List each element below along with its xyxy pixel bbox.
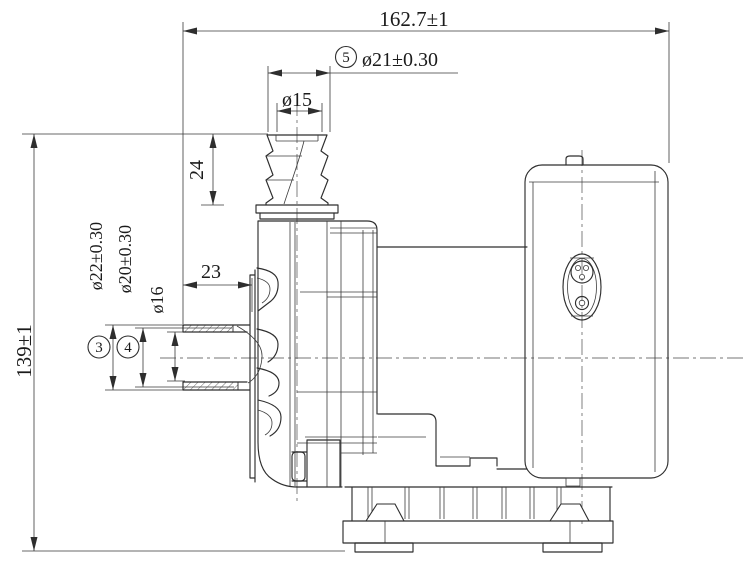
left-foot [354, 542, 414, 553]
twist-lock-tab-1-inner [256, 277, 271, 304]
extension-lines [167, 331, 185, 382]
casing-inner-verticals [289, 221, 374, 487]
badge-bottom-mark [578, 299, 586, 307]
casing-face-plate [249, 269, 256, 483]
inlet-dome-contour [236, 325, 263, 384]
casing-side-knob [291, 451, 306, 482]
dimension-arrows [183, 281, 252, 289]
outlet-flange [255, 204, 339, 220]
tube-bore-walls [182, 331, 248, 383]
callout-number-5: 5 [342, 50, 350, 66]
dimension-inlet-od: 3 ø22±0.30 [86, 222, 183, 391]
barb-left-serration [265, 134, 274, 206]
dimension-inlet-bore: ø16 [147, 287, 185, 382]
dim-outlet-height-text: 24 [186, 160, 208, 180]
right-mount-pad [548, 503, 590, 522]
dimension-arrows [268, 69, 330, 77]
twist-lock-tab-4 [257, 399, 282, 437]
dimension-overall-height: 139±1 [12, 133, 345, 552]
motor-outline [524, 164, 669, 479]
extension-lines [135, 327, 234, 388]
badge-top-circle [570, 260, 594, 284]
dim-inlet-mid-od-text: ø20±0.30 [115, 225, 135, 293]
extension-lines [105, 324, 183, 391]
dim-overall-height-text: 139±1 [12, 324, 36, 378]
callout-number-4: 4 [124, 340, 132, 356]
rib-cage-ribs [367, 487, 562, 519]
dimension-inlet-mid-od: 4 ø20±0.30 [115, 225, 234, 388]
extension-lines [22, 133, 345, 552]
tube-bottom-wall-section [182, 381, 239, 391]
dim-outlet-od-text: ø21±0.30 [362, 49, 438, 71]
casing-outline [257, 220, 378, 488]
barb-step-lines [266, 155, 302, 181]
mid-bracket-inner [378, 436, 471, 466]
base-plate-joints [384, 521, 571, 543]
dimension-overall-length: 162.7±1 [182, 7, 670, 324]
badge-bottom-circle [574, 295, 590, 311]
base-plate [342, 520, 614, 544]
flange-plate [255, 204, 339, 214]
motor-top-nub [565, 155, 584, 166]
dim-inlet-od-text: ø22±0.30 [86, 222, 106, 290]
extension-lines [182, 22, 670, 324]
base-assembly [342, 486, 614, 553]
extension-lines [267, 66, 331, 132]
twist-lock-tab-3 [256, 367, 280, 397]
inlet-tube [182, 324, 263, 391]
badge-outer-oval [562, 253, 602, 321]
right-foot [542, 542, 603, 553]
twist-lock-tab-2 [256, 328, 279, 363]
callout-balloon-5 [334, 45, 358, 69]
dimension-arrows [171, 332, 179, 381]
dim-outlet-tip-text: ø15 [282, 89, 312, 111]
motor-badge [562, 253, 602, 321]
rib-cage-top [344, 486, 613, 522]
callout-balloon-3 [87, 335, 111, 359]
dimension-inlet-projection: 23 [183, 261, 253, 312]
badge-inner-oval [567, 258, 597, 316]
dim-inlet-bore-text: ø16 [147, 287, 167, 314]
motor-body [524, 155, 669, 487]
dimension-outlet-od: 5 ø21±0.30 [267, 45, 458, 132]
callout-balloon-4 [116, 335, 140, 359]
casing-inner-horizontals [297, 227, 377, 454]
casing-bottom-step-box [291, 439, 341, 488]
mid-bracket-outline [377, 413, 528, 470]
mid-housing [376, 246, 528, 470]
badge-trefoil-dot-1 [575, 264, 582, 271]
badge-trefoil-dot-2 [583, 264, 590, 271]
motor-inner-contours [529, 171, 659, 472]
dimension-outlet-height: 24 [186, 134, 224, 206]
dim-inlet-projection-text: 23 [201, 261, 221, 283]
centerlines [160, 100, 745, 528]
tube-top-wall-section [182, 324, 234, 333]
barb-taper-contour [283, 140, 305, 205]
dimension-arrows [109, 325, 117, 390]
tube-outer-walls [182, 324, 251, 391]
barb-right-serration [320, 134, 329, 206]
flange-lip [259, 212, 335, 220]
extension-lines [276, 103, 323, 132]
barb-tip-bore [275, 135, 319, 142]
pump-casing [249, 220, 378, 488]
twist-lock-tab-1 [256, 267, 279, 312]
motor-bottom-tab [565, 477, 581, 487]
dimension-arrows [139, 328, 147, 387]
dimension-outlet-tip: ø15 [276, 89, 323, 132]
outlet-barb [265, 134, 329, 206]
twist-lock-tab-4-inner [257, 409, 273, 436]
dim-overall-length-text: 162.7±1 [379, 7, 448, 31]
badge-trefoil-dot-3 [579, 273, 586, 280]
callout-number-3: 3 [95, 340, 103, 356]
dimension-arrows [277, 107, 322, 115]
badge-chords [570, 257, 594, 317]
